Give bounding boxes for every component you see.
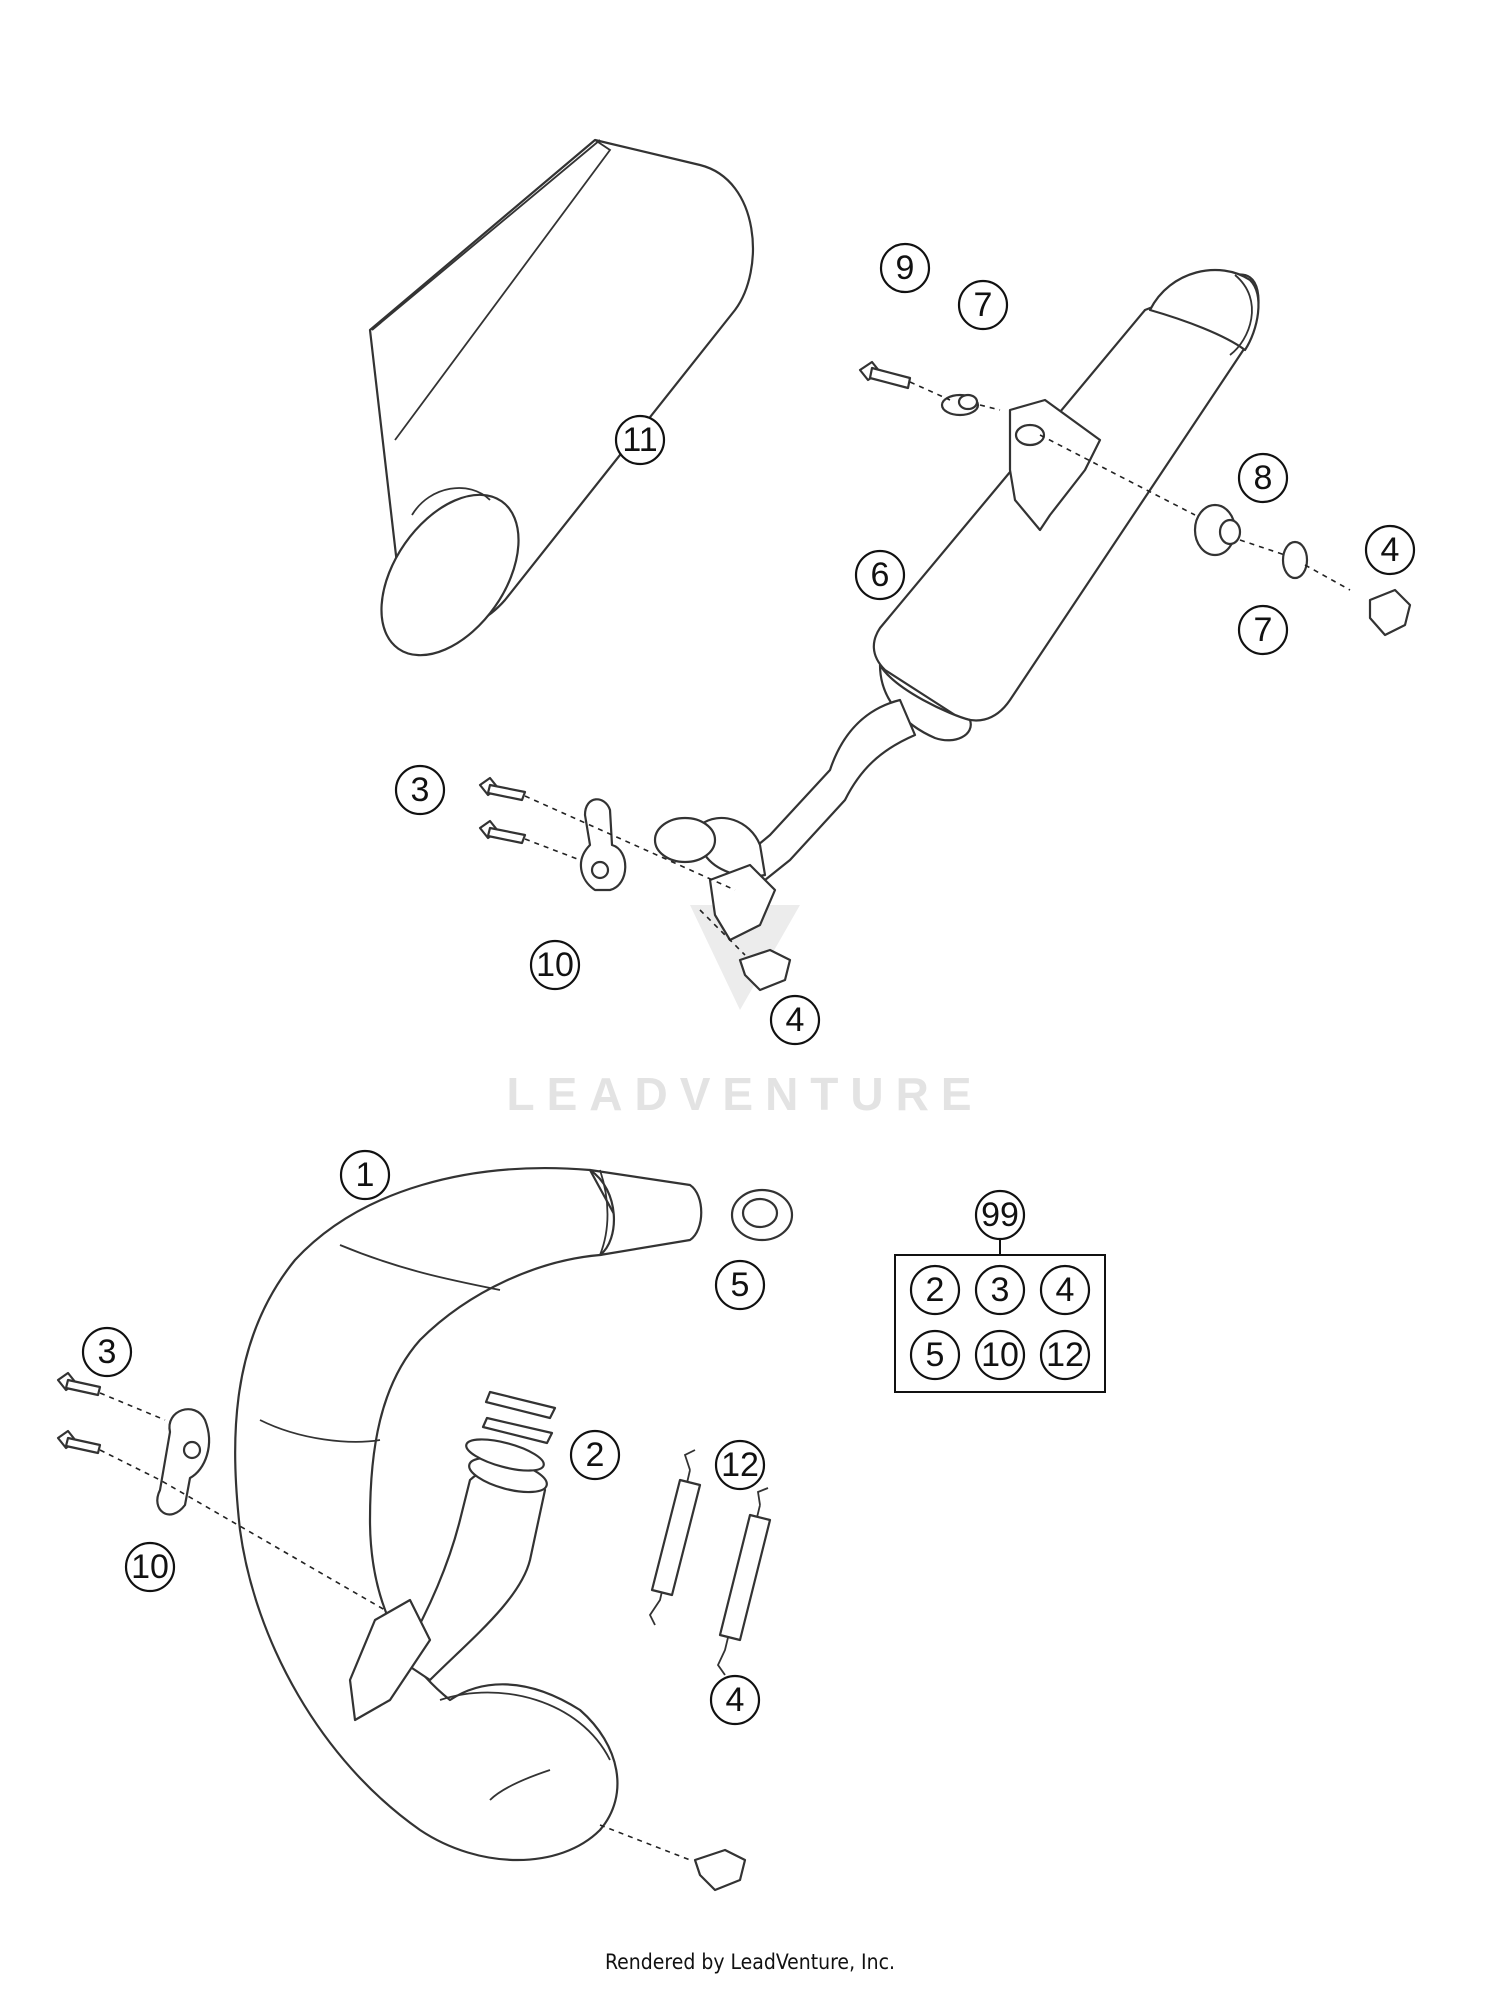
callout-1: 1 [339,1149,391,1201]
callout-4-bottom: 4 [709,1674,761,1726]
svg-text:12: 12 [1046,1336,1084,1374]
svg-text:5: 5 [926,1336,945,1374]
callout-99: 99 [974,1189,1026,1241]
kit-item-10: 10 [974,1329,1026,1381]
svg-text:4: 4 [726,1681,745,1719]
svg-text:10: 10 [536,946,574,984]
svg-text:99: 99 [981,1196,1019,1234]
kit-item-2: 2 [909,1264,961,1316]
svg-text:4: 4 [1381,531,1400,569]
callout-12: 12 [714,1439,766,1491]
callout-2: 2 [569,1429,621,1481]
callout-6: 6 [854,549,906,601]
silencer-mounting-hardware-top [858,360,1412,637]
svg-text:3: 3 [991,1271,1010,1309]
callout-7-upper: 7 [957,279,1009,331]
watermark: LEADVENTURE [506,905,983,1120]
svg-text:11: 11 [622,421,657,459]
upper-bracket-hardware [478,776,792,992]
svg-text:10: 10 [981,1336,1019,1374]
callout-9: 9 [879,242,931,294]
svg-text:7: 7 [974,286,993,324]
callout-11: 11 [614,414,666,466]
kit-99-group: 99 2 3 4 5 10 12 [894,1189,1106,1393]
svg-text:9: 9 [896,249,915,287]
kit-item-5: 5 [909,1329,961,1381]
callout-4-middle: 4 [769,994,821,1046]
kit-item-4: 4 [1039,1264,1091,1316]
svg-text:4: 4 [1056,1271,1075,1309]
svg-text:3: 3 [411,771,430,809]
heat-shield-sleeve [368,138,755,657]
silencer [653,268,1260,942]
callout-10-lower: 10 [124,1541,176,1593]
svg-text:10: 10 [131,1548,169,1586]
callout-4-right: 4 [1364,524,1416,576]
watermark-text: LEADVENTURE [506,1068,983,1120]
callout-5: 5 [714,1259,766,1311]
callout-8: 8 [1237,452,1289,504]
svg-text:3: 3 [98,1333,117,1371]
callout-10-upper: 10 [529,939,581,991]
kit-item-12: 12 [1039,1329,1091,1381]
callout-7-lower: 7 [1237,604,1289,656]
svg-text:7: 7 [1254,611,1273,649]
exhaust-pipe [56,1167,794,1892]
svg-text:1: 1 [356,1156,375,1194]
svg-text:8: 8 [1254,459,1273,497]
svg-text:12: 12 [721,1446,759,1484]
svg-text:4: 4 [786,1001,805,1039]
svg-text:5: 5 [731,1266,750,1304]
callout-3-upper: 3 [394,764,446,816]
svg-text:2: 2 [926,1271,945,1309]
svg-text:6: 6 [871,556,890,594]
kit-item-3: 3 [974,1264,1026,1316]
svg-text:2: 2 [586,1436,605,1474]
footer-credit: Rendered by LeadVenture, Inc. [605,1950,895,1974]
callout-3-lower: 3 [81,1326,133,1378]
